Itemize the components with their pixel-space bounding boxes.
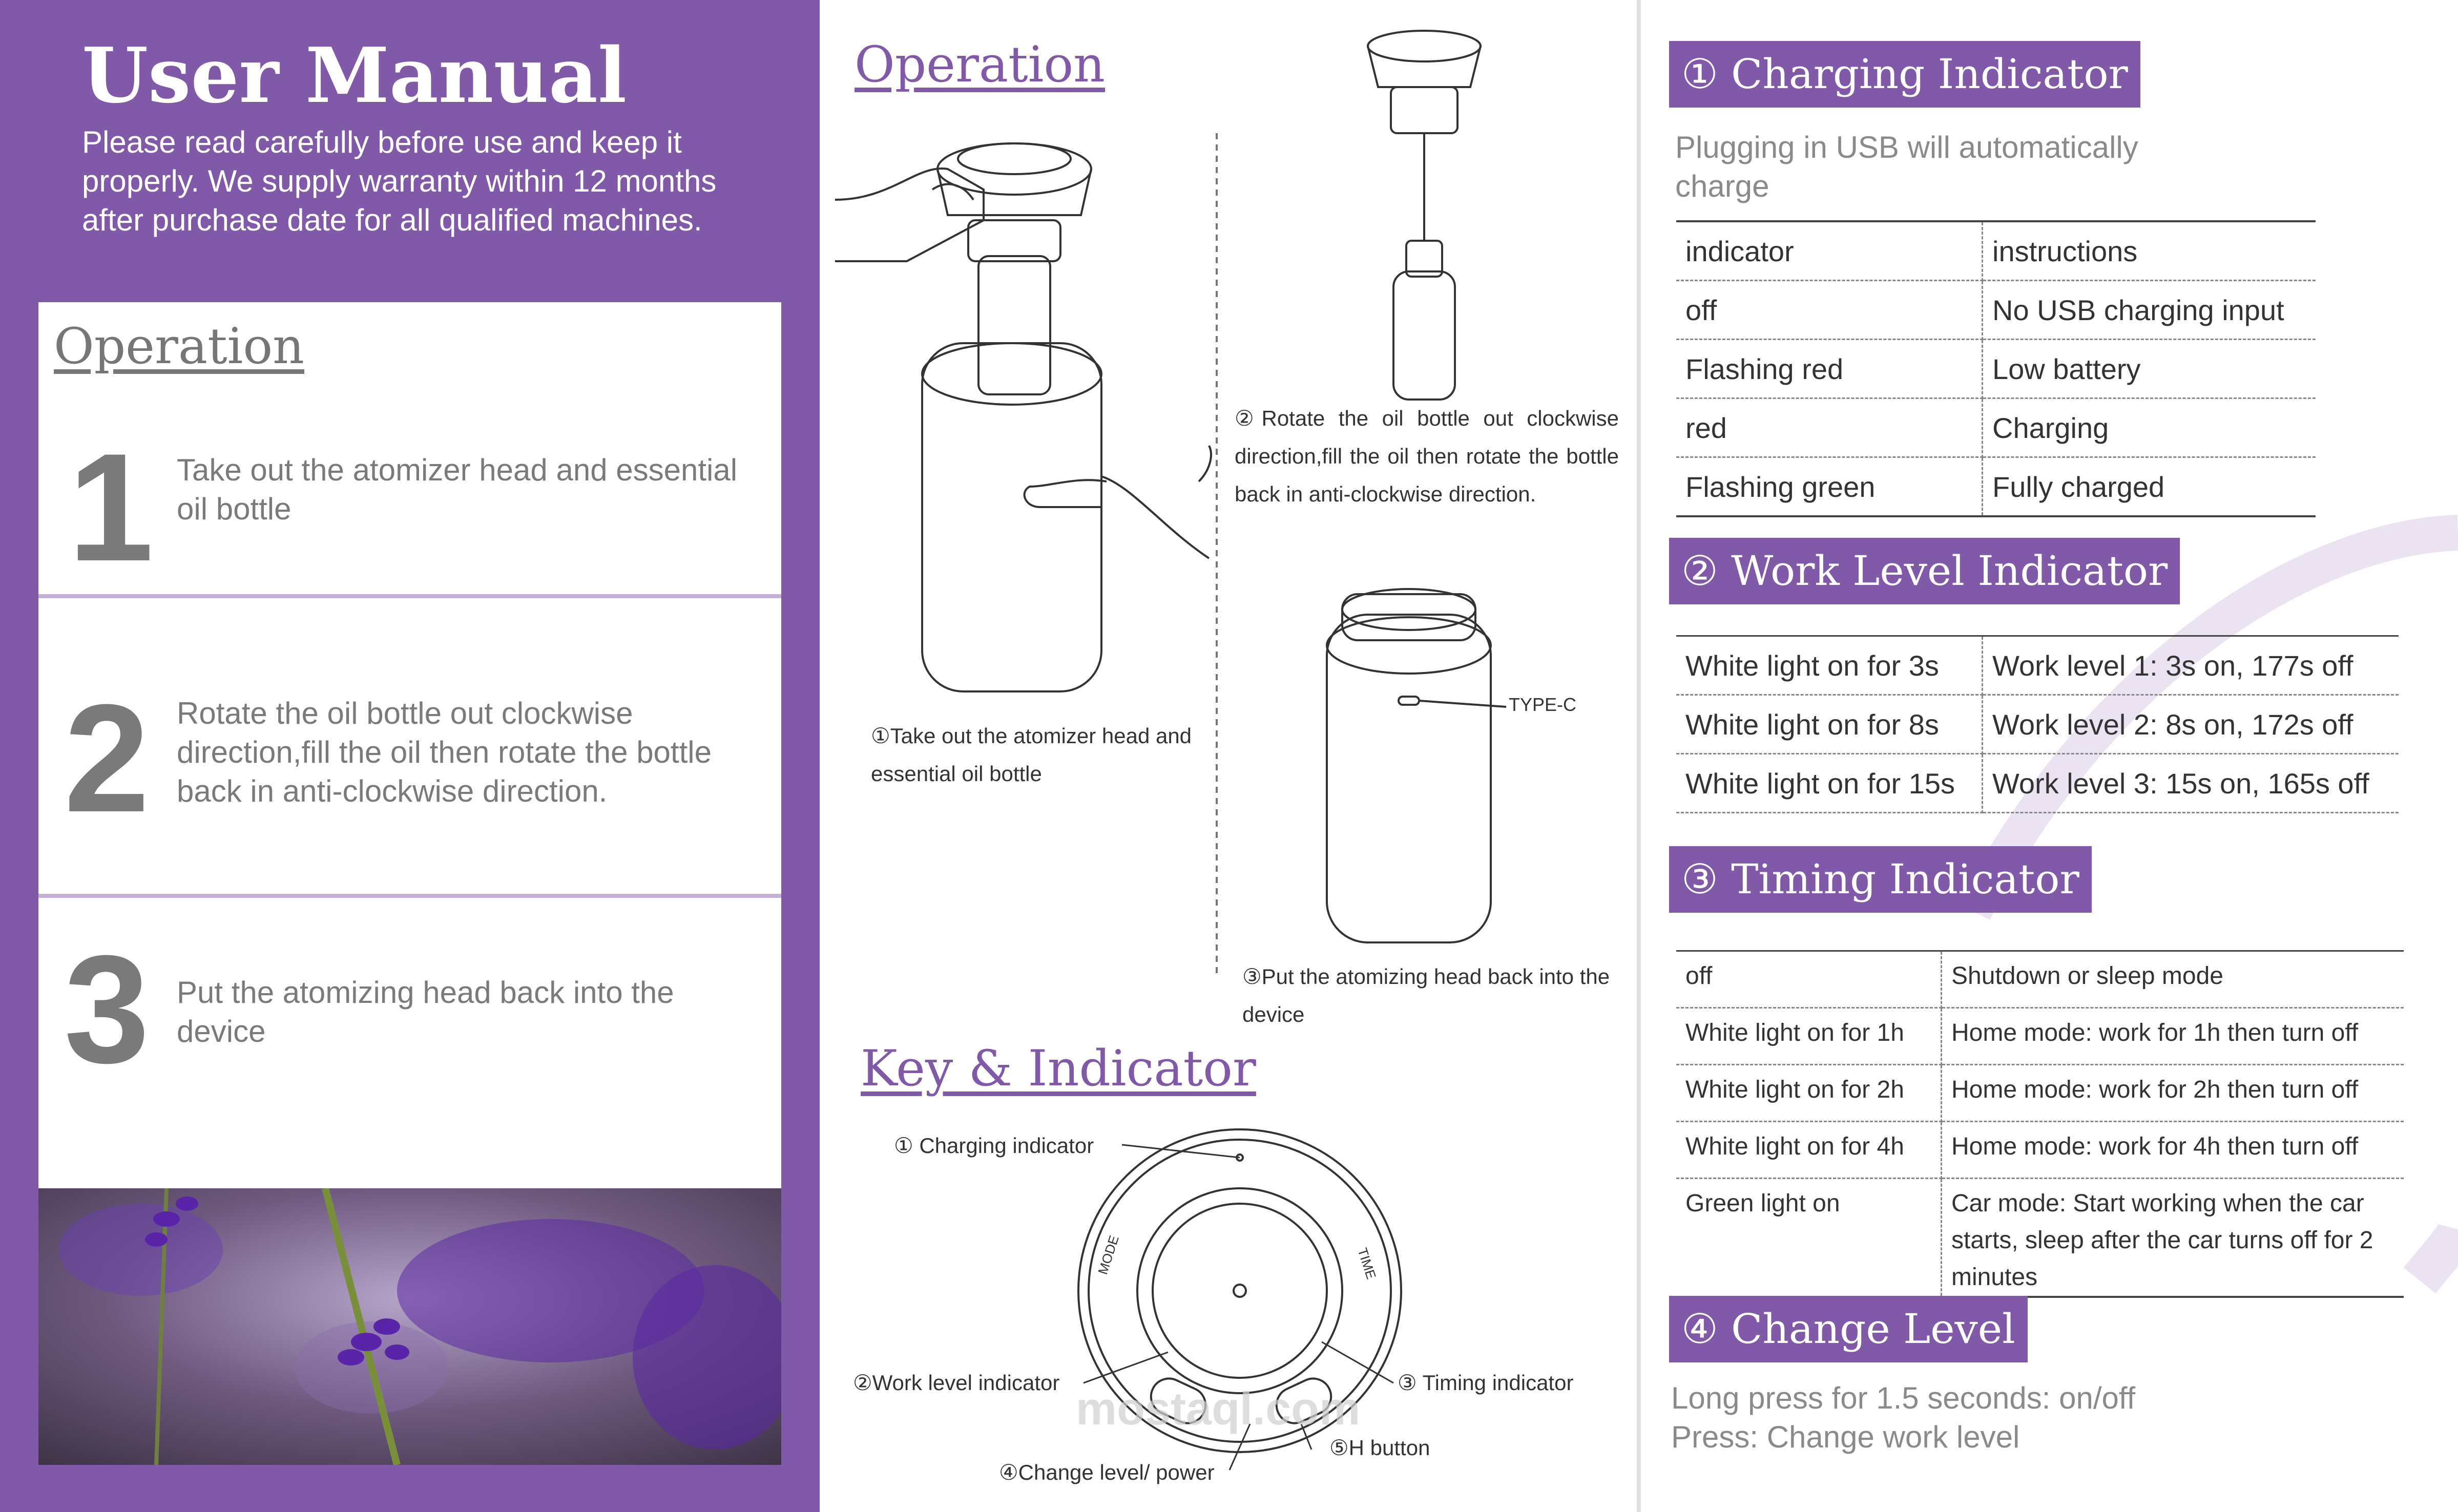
manual-title: User Manual bbox=[82, 31, 627, 120]
device-top-view: MODE TIME bbox=[1077, 1128, 1402, 1453]
table-cell: instructions bbox=[1982, 220, 2316, 281]
table-cell: Car mode: Start working when the car sta… bbox=[1941, 1178, 2404, 1298]
column-divider bbox=[1637, 0, 1641, 1512]
step-divider bbox=[38, 594, 781, 598]
table-cell: Home mode: work for 4h then turn off bbox=[1941, 1121, 2404, 1179]
caption-step-3: ③Put the atomizing head back into the de… bbox=[1242, 964, 1610, 1026]
label-work-level-indicator: ②Work level indicator bbox=[853, 1371, 1060, 1395]
table-cell: White light on for 2h bbox=[1676, 1064, 1942, 1122]
table-cell: White light on for 4h bbox=[1676, 1121, 1942, 1179]
key-indicator-heading: Key & Indicator bbox=[861, 1040, 1256, 1097]
timing-indicator-title: ③ Timing Indicator bbox=[1669, 846, 2092, 913]
caption-step-1: ①Take out the atomizer head and essentia… bbox=[871, 724, 1192, 786]
label-change-level: ④Change level/ power bbox=[999, 1460, 1215, 1484]
table-cell: Low battery bbox=[1982, 339, 2316, 399]
table-cell: White light on for 3s bbox=[1676, 635, 1983, 696]
table-cell: No USB charging input bbox=[1982, 280, 2316, 340]
step-2-number: 2 bbox=[64, 672, 150, 844]
operation-heading: Operation bbox=[54, 318, 304, 375]
step-divider bbox=[38, 894, 781, 898]
step-3-number: 3 bbox=[64, 923, 150, 1095]
table-cell: red bbox=[1676, 398, 1983, 458]
table-cell: White light on for 15s bbox=[1676, 753, 1983, 813]
step-2-text: Rotate the oil bottle out clockwise dire… bbox=[177, 696, 712, 808]
step-1-text: Take out the atomizer head and essential… bbox=[177, 453, 738, 526]
table-cell: Work level 2: 8s on, 172s off bbox=[1982, 695, 2399, 754]
label-timing-indicator: ③ Timing indicator bbox=[1398, 1371, 1574, 1395]
step-1-number: 1 bbox=[68, 421, 154, 593]
table-cell: Shutdown or sleep mode bbox=[1941, 950, 2404, 1009]
table-cell: off bbox=[1676, 950, 1942, 1009]
table-cell: Home mode: work for 2h then turn off bbox=[1941, 1064, 2404, 1122]
type-c-label: TYPE-C bbox=[1509, 694, 1577, 715]
table-cell: Green light on bbox=[1676, 1178, 1942, 1298]
table-cell: White light on for 1h bbox=[1676, 1007, 1942, 1065]
step-3-text: Put the atomizing head back into the dev… bbox=[177, 975, 674, 1048]
charging-indicator-title: ① Charging Indicator bbox=[1669, 41, 2140, 108]
lavender-photo bbox=[38, 1188, 781, 1465]
table-cell: off bbox=[1676, 280, 1983, 340]
change-level-line1: Long press for 1.5 seconds: on/off bbox=[1671, 1381, 2136, 1415]
table-cell: Home mode: work for 1h then turn off bbox=[1941, 1007, 2404, 1065]
operation-heading-mid: Operation bbox=[855, 36, 1105, 93]
caption-step-2: ②Rotate the oil bottle out clockwise dir… bbox=[1235, 406, 1619, 506]
table-cell: Charging bbox=[1982, 398, 2316, 458]
table-cell: Flashing green bbox=[1676, 457, 1983, 517]
table-cell: Work level 3: 15s on, 165s off bbox=[1982, 753, 2399, 813]
callout-lines bbox=[1083, 1144, 1394, 1471]
table-cell: Flashing red bbox=[1676, 339, 1983, 399]
label-h-button: ⑤H button bbox=[1329, 1436, 1430, 1460]
table-cell: Fully charged bbox=[1982, 457, 2316, 517]
label-charging-indicator: ① Charging indicator bbox=[894, 1133, 1094, 1158]
charging-note: Plugging in USB will automatically charg… bbox=[1675, 130, 2138, 203]
operation-card: Operation 1 Take out the atomizer head a… bbox=[38, 302, 781, 1188]
work-level-title: ② Work Level Indicator bbox=[1669, 538, 2180, 604]
table-cell: Work level 1: 3s on, 177s off bbox=[1982, 635, 2399, 696]
intro-text: Please read carefully before use and kee… bbox=[82, 125, 717, 237]
table-cell: indicator bbox=[1676, 220, 1983, 281]
operation-illustrations bbox=[835, 30, 1507, 973]
watermark: mostaql.com bbox=[1076, 1383, 1361, 1435]
change-level-title: ④ Change Level bbox=[1669, 1296, 2028, 1362]
table-cell: White light on for 8s bbox=[1676, 695, 1983, 754]
change-level-line2: Press: Change work level bbox=[1671, 1420, 2020, 1454]
